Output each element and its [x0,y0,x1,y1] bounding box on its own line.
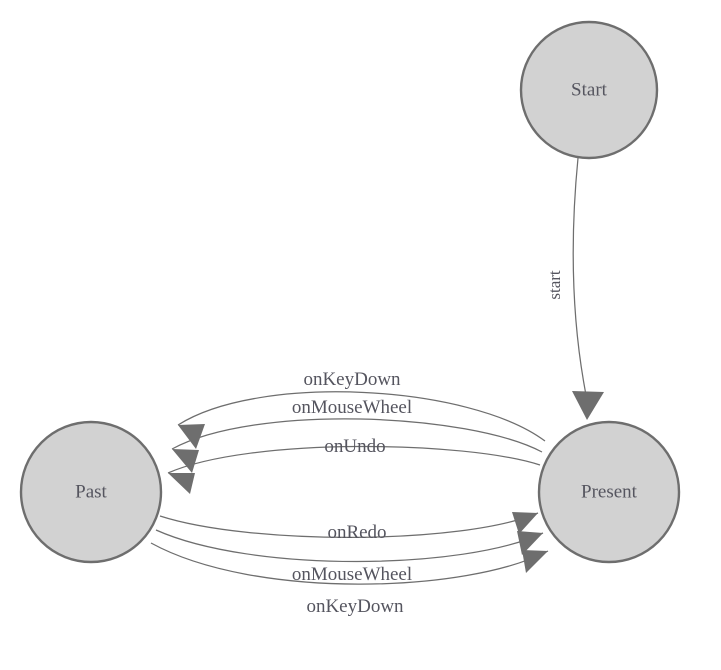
node-present[interactable]: Present [537,420,681,564]
edge-label-onkeydown-top: onKeyDown [303,369,401,390]
node-circle [537,420,681,564]
arrowhead-icon [572,391,604,420]
node-label-present: Present [581,482,638,503]
edge-path [159,512,539,538]
edge-past-to-present-onkeydown[interactable]: onKeyDown [150,542,549,617]
edge-label-onmousewheel-bottom: onMouseWheel [292,564,412,585]
edge-label-onkeydown-bottom: onKeyDown [306,596,404,617]
edge-path [171,418,543,453]
node-circle [19,420,163,564]
node-past[interactable]: Past [19,420,163,564]
node-start[interactable]: Start [519,20,659,160]
arrowhead-icon [172,449,199,473]
edge-label-start: start [545,270,564,300]
node-label-past: Past [75,482,107,503]
arrowhead-icon [178,424,205,449]
edge-present-to-past-onundo[interactable]: onUndo [167,436,541,494]
edge-present-to-past-onkeydown[interactable]: onKeyDown [177,369,546,449]
edge-label-onmousewheel-top: onMouseWheel [292,397,412,418]
edge-past-to-present-onmousewheel[interactable]: onMouseWheel [155,529,544,585]
node-label-start: Start [571,80,608,101]
arrowhead-icon [517,531,543,555]
edge-label-onredo: onRedo [327,522,386,543]
edge-path [155,529,544,563]
edge-path [572,157,588,401]
edge-path [167,445,541,474]
edge-past-to-present-onredo[interactable]: onRedo [159,512,539,543]
edge-present-to-past-onmousewheel[interactable]: onMouseWheel [171,397,543,473]
arrowhead-icon [522,550,548,573]
node-circle [519,20,659,160]
edge-path [150,542,549,585]
edge-label-onundo: onUndo [324,436,385,457]
edge-path [177,391,546,442]
arrowhead-icon [512,512,538,534]
edge-start-to-present[interactable]: start [545,157,604,420]
arrowhead-icon [168,473,195,494]
